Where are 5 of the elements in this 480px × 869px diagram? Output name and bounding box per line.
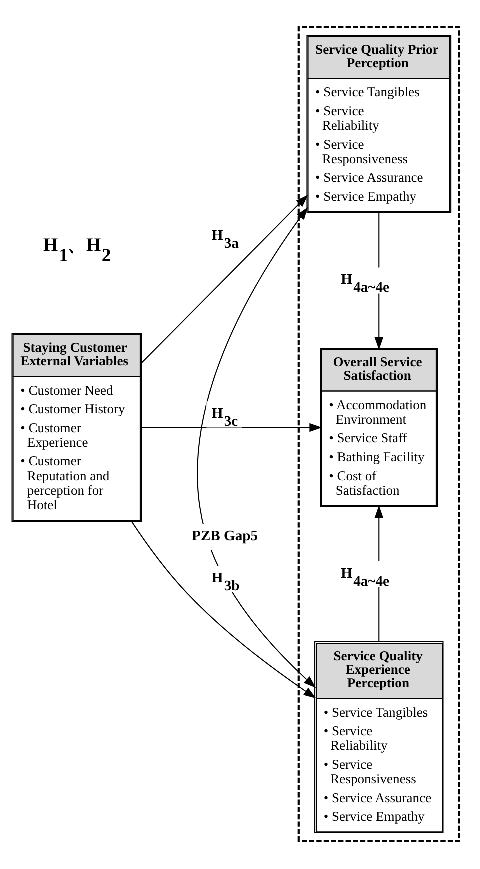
arrow bbox=[131, 521, 316, 699]
arrow bbox=[141, 194, 308, 364]
arrow bbox=[142, 423, 322, 432]
arrow bbox=[197, 207, 316, 688]
edge-label: PZB Gap5 bbox=[192, 528, 258, 544]
